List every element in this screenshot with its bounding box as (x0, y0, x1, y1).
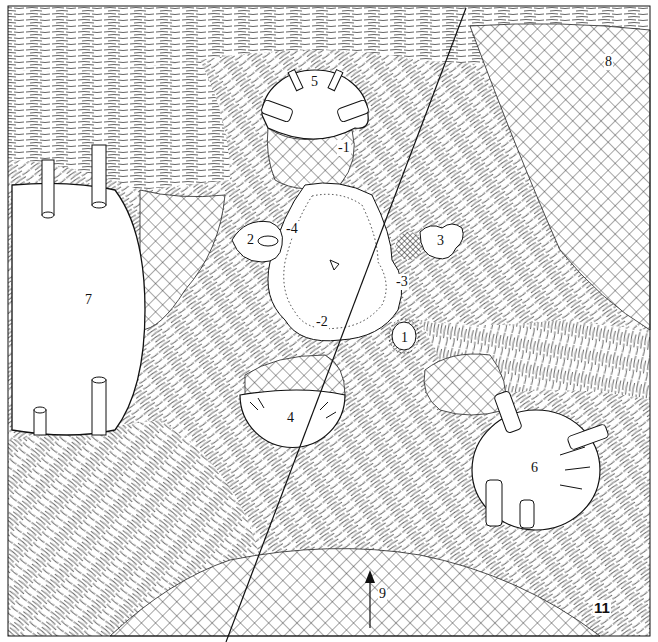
callout-number: 9 (378, 586, 387, 602)
callout-number: 4 (286, 410, 295, 426)
callout-number: -2 (315, 314, 329, 330)
callout-number: -1 (337, 140, 351, 156)
callout-number: 1 (400, 330, 409, 346)
callout-number: 5 (310, 74, 319, 90)
callout-number: 6 (530, 460, 539, 476)
callout-number: 2 (246, 232, 255, 248)
callout-number: 8 (604, 54, 613, 70)
callout-number: 3 (436, 233, 445, 249)
callout-number: -4 (285, 221, 299, 237)
callout-number: 7 (84, 292, 93, 308)
callout-number: 11 (593, 600, 611, 616)
callout-number: -3 (395, 274, 409, 290)
